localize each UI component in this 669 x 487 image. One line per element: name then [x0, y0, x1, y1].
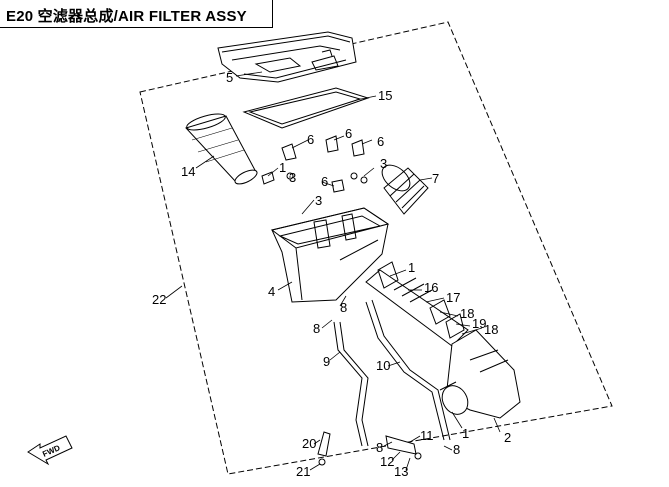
air-box-housing [270, 207, 390, 303]
callout-3: 3 [315, 193, 322, 208]
callout-22: 22 [152, 292, 166, 307]
drain-hoses [333, 299, 451, 460]
callout-18: 18 [484, 322, 498, 337]
diagram-title: E20 空滤器总成/AIR FILTER ASSY [6, 8, 247, 25]
callout-4: 4 [268, 284, 275, 299]
forward-arrow: FWD [27, 435, 73, 466]
callout-1: 1 [408, 260, 415, 275]
callout-8: 8 [376, 440, 383, 455]
callout-15: 15 [378, 88, 392, 103]
callout-6: 6 [307, 132, 314, 147]
callout-10: 10 [376, 358, 390, 373]
callout-5: 5 [226, 70, 233, 85]
gasket [242, 87, 370, 129]
drain-plug [317, 431, 331, 466]
callout-20: 20 [302, 436, 316, 451]
clip-hardware [261, 135, 368, 193]
callout-18: 18 [460, 306, 474, 321]
outlet-duct [365, 261, 521, 419]
air-box-cover [217, 31, 357, 83]
callout-9: 9 [323, 354, 330, 369]
callout-16: 16 [424, 280, 438, 295]
callout-6: 6 [321, 174, 328, 189]
callout-17: 17 [446, 290, 460, 305]
callout-11: 11 [420, 428, 434, 443]
title-box: E20 空滤器总成/AIR FILTER ASSY [0, 0, 273, 28]
filter-element [185, 113, 258, 185]
callout-3: 3 [289, 170, 296, 185]
callout-3: 3 [380, 156, 387, 171]
callout-7: 7 [432, 171, 439, 186]
callout-labels: 5 15 14 6 6 6 6 1 3 3 3 7 22 4 1 16 17 1… [152, 70, 511, 479]
callout-12: 12 [380, 454, 394, 469]
callout-21: 21 [296, 464, 310, 479]
callout-1: 1 [279, 160, 286, 175]
callout-1: 1 [462, 426, 469, 441]
intake-boot [381, 164, 429, 215]
callout-2: 2 [504, 430, 511, 445]
leader-lines [165, 71, 501, 471]
callout-8: 8 [313, 321, 320, 336]
callout-14: 14 [181, 164, 195, 179]
callout-6: 6 [377, 134, 384, 149]
callout-8: 8 [340, 300, 347, 315]
callout-8: 8 [453, 442, 460, 457]
callout-6: 6 [345, 126, 352, 141]
callout-13: 13 [394, 464, 408, 479]
callout-19: 19 [472, 316, 486, 331]
